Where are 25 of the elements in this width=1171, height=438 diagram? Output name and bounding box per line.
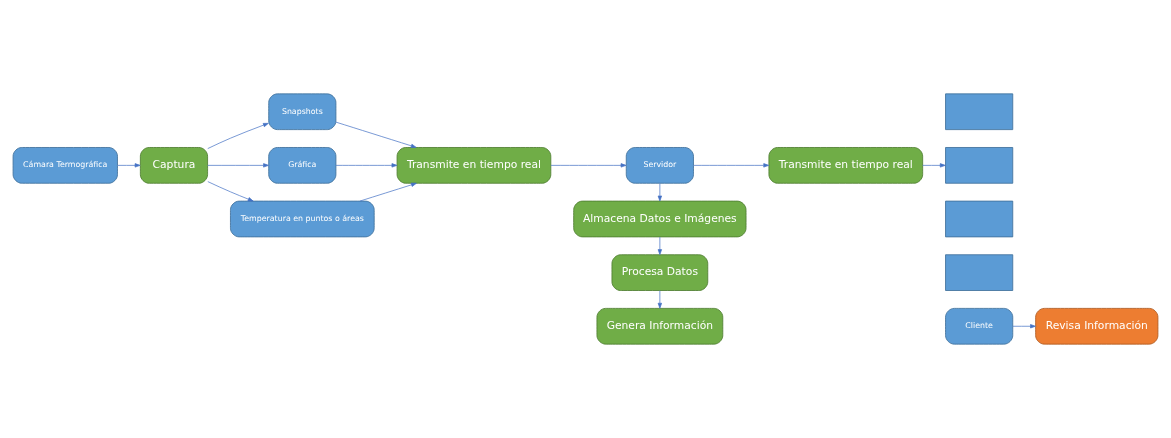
node-box: Captura [139, 147, 208, 184]
arrow [550, 163, 627, 168]
arrow [207, 163, 269, 168]
node-box [945, 93, 1014, 131]
node-box: Transmite en tiempo real [396, 147, 552, 184]
arrow [657, 236, 662, 255]
node-box [945, 147, 1014, 184]
node-box: Almacena Datos e Imágenes [573, 200, 747, 238]
arrow [359, 182, 417, 202]
arrow [207, 181, 254, 202]
node-box: Procesa Datos [611, 254, 709, 291]
arrow [657, 290, 662, 309]
node-box [945, 254, 1014, 291]
arrow [922, 163, 946, 168]
arrow [693, 163, 770, 168]
node-box [945, 200, 1014, 238]
arrow [1012, 324, 1036, 329]
node-box: Transmite en tiempo real [768, 147, 924, 184]
arrow [207, 122, 269, 149]
arrow [117, 163, 141, 168]
arrow [335, 163, 398, 168]
node-box: Revisa Información [1035, 307, 1159, 345]
node-box: Genera Información [596, 307, 724, 345]
arrow [335, 121, 417, 148]
arrow [657, 183, 662, 202]
